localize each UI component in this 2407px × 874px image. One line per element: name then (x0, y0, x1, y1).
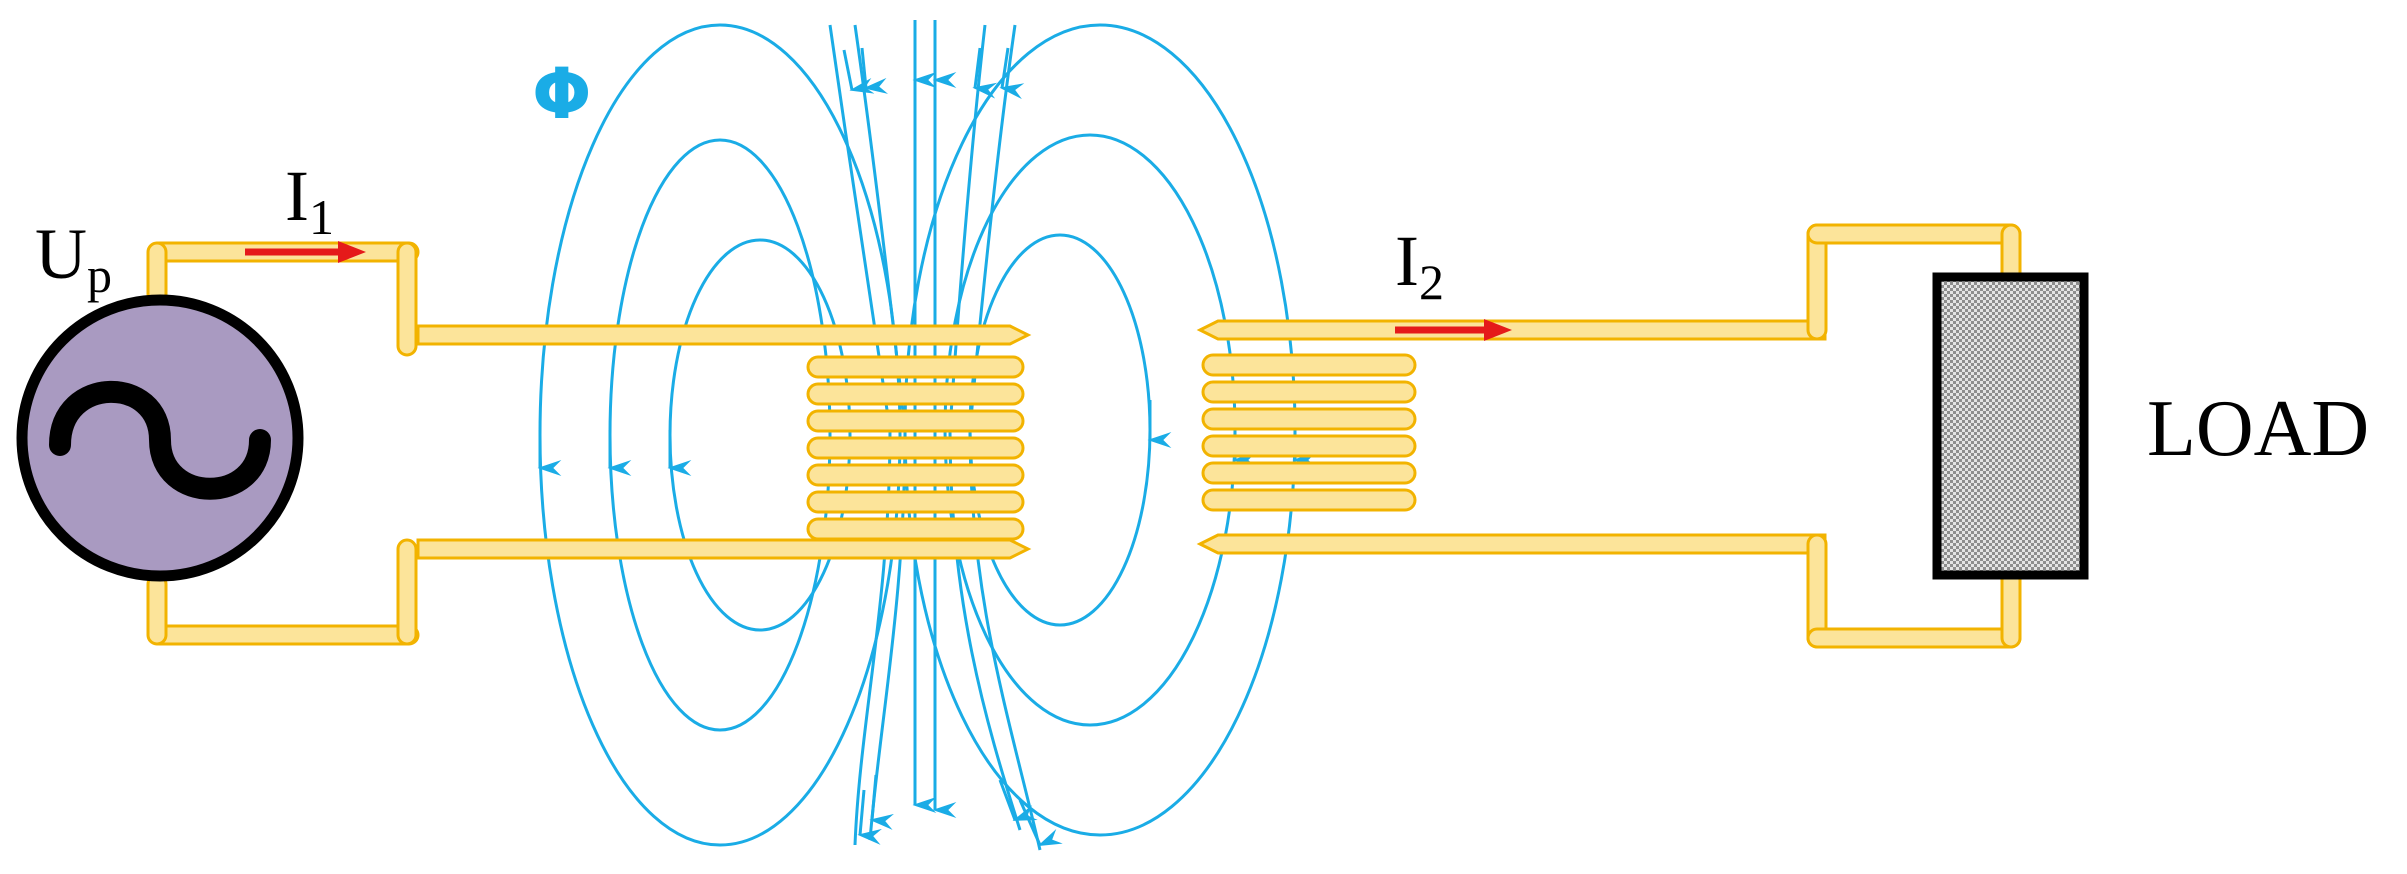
secondary-current-main: I (1395, 221, 1419, 301)
primary-wire-bottom-left (148, 624, 420, 646)
primary-wire-top-riser (396, 241, 418, 357)
primary-coil (806, 355, 1025, 541)
secondary-circuit (1196, 223, 2089, 649)
primary-coil-turn (806, 463, 1025, 487)
primary-coil-turn (806, 490, 1025, 514)
source-voltage-main: U (35, 214, 87, 294)
primary-coil-turn (806, 517, 1025, 541)
load-label: LOAD (2147, 385, 2369, 473)
primary-current-main: I (285, 156, 309, 236)
secondary-coil-turn (1201, 380, 1417, 404)
secondary-wire-bottom (1806, 627, 2022, 649)
flux-line-center-1 (828, 24, 892, 846)
flux-arrow (972, 47, 998, 99)
flux-arrow (869, 774, 894, 830)
primary-wire-bottom-riser (396, 538, 418, 646)
secondary-current-subscript: 2 (1419, 254, 1444, 310)
secondary-wire-top (1806, 223, 2022, 245)
flux-loop-left-inner (668, 238, 852, 632)
labels: Up I1 I2 Φ LOAD (35, 53, 2369, 473)
flux-arrow (860, 47, 889, 94)
secondary-coil (1201, 353, 1417, 512)
secondary-coil-turn (1201, 461, 1417, 485)
source-lead-bottom (146, 573, 168, 646)
primary-lead-bottom (416, 538, 1032, 560)
primary-coil-turn (806, 355, 1025, 379)
flux-arrow (842, 49, 875, 94)
primary-current-label: I1 (285, 156, 334, 245)
flux-arrow (1018, 799, 1063, 847)
primary-circuit (16, 241, 1032, 646)
flux-arrow (857, 789, 882, 845)
secondary-current-arrowhead (1484, 319, 1512, 341)
ac-source-icon (49, 380, 271, 500)
secondary-coil-turn (1201, 407, 1417, 431)
primary-coil-turn (806, 436, 1025, 460)
secondary-lead-bottom (1196, 533, 1827, 555)
magnetic-flux-lines (537, 20, 1317, 851)
secondary-lead-top (1196, 319, 1827, 341)
flux-label: Φ (532, 53, 592, 135)
primary-lead-top (416, 324, 1032, 346)
source-voltage-label: Up (35, 214, 112, 303)
primary-current-subscript: 1 (309, 189, 334, 245)
primary-coil-turn (806, 409, 1025, 433)
secondary-coil-turn (1201, 488, 1417, 512)
flux-loop-left-middle (608, 138, 832, 732)
secondary-coil-turn (1201, 434, 1417, 458)
ac-source (16, 294, 304, 582)
secondary-coil-turn (1201, 353, 1417, 377)
flux-arrow (998, 779, 1038, 821)
flux-arrow (999, 47, 1025, 100)
primary-current-arrowhead (338, 241, 366, 263)
secondary-current-label: I2 (1395, 221, 1444, 310)
flux-loop-left-outer (538, 23, 902, 847)
load-block (1932, 272, 2089, 580)
source-lead-top (146, 241, 168, 305)
source-voltage-subscript: p (87, 247, 112, 303)
primary-coil-turn (806, 382, 1025, 406)
